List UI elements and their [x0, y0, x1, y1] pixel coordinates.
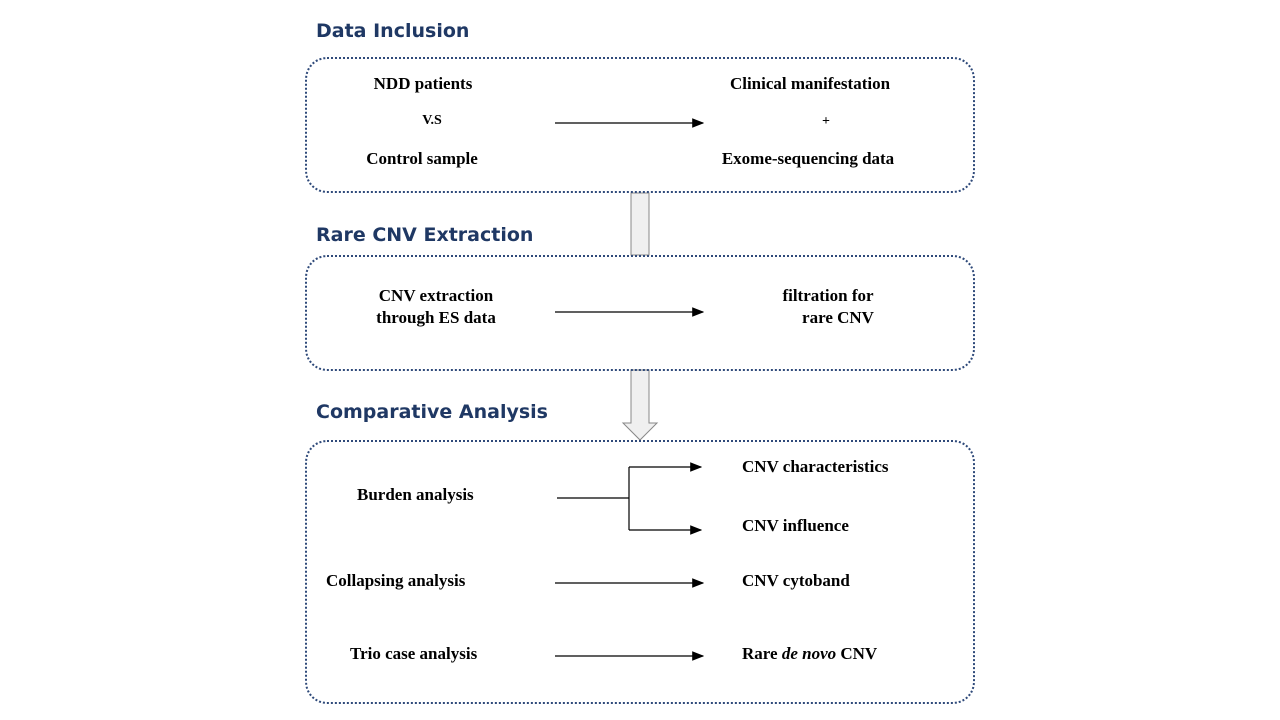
burden-analysis-label: Burden analysis: [357, 485, 474, 504]
de-novo-italic: de novo: [781, 644, 837, 663]
clinical-manifestation-label: Clinical manifestation: [729, 74, 891, 93]
trio-case-analysis-label: Trio case analysis: [350, 644, 478, 663]
filtration-label-2: rare CNV: [802, 308, 874, 327]
filtration-label-1: filtration for: [782, 286, 874, 305]
block-arrow-1-shaft: [630, 192, 650, 256]
rare-cnv-box: [305, 255, 975, 371]
collapsing-analysis-label: Collapsing analysis: [326, 571, 466, 590]
plus-label: +: [822, 114, 830, 129]
block-arrow-2: [621, 369, 659, 441]
section-title-comparative: Comparative Analysis: [316, 401, 548, 423]
cnv-influence-label: CNV influence: [742, 516, 849, 535]
cnv-cytoband-label: CNV cytoband: [742, 571, 850, 590]
rare-prefix: Rare: [742, 644, 778, 663]
data-inclusion-box: [305, 57, 975, 193]
ndd-patients-label: NDD patients: [373, 74, 473, 93]
comparative-box: [305, 440, 975, 704]
vs-label: V.S: [422, 113, 442, 128]
section-title-data-inclusion: Data Inclusion: [316, 20, 470, 42]
control-sample-label: Control sample: [366, 149, 478, 168]
exome-sequencing-label: Exome-sequencing data: [721, 149, 895, 168]
section-title-rare-cnv: Rare CNV Extraction: [316, 224, 534, 246]
rare-de-novo-cnv-label: Rare de novo CNV: [742, 643, 877, 665]
rare-suffix: CNV: [840, 644, 878, 663]
cnv-extraction-label-1: CNV extraction: [378, 286, 494, 305]
cnv-characteristics-label: CNV characteristics: [742, 457, 889, 476]
cnv-extraction-label-2: through ES data: [376, 308, 496, 327]
